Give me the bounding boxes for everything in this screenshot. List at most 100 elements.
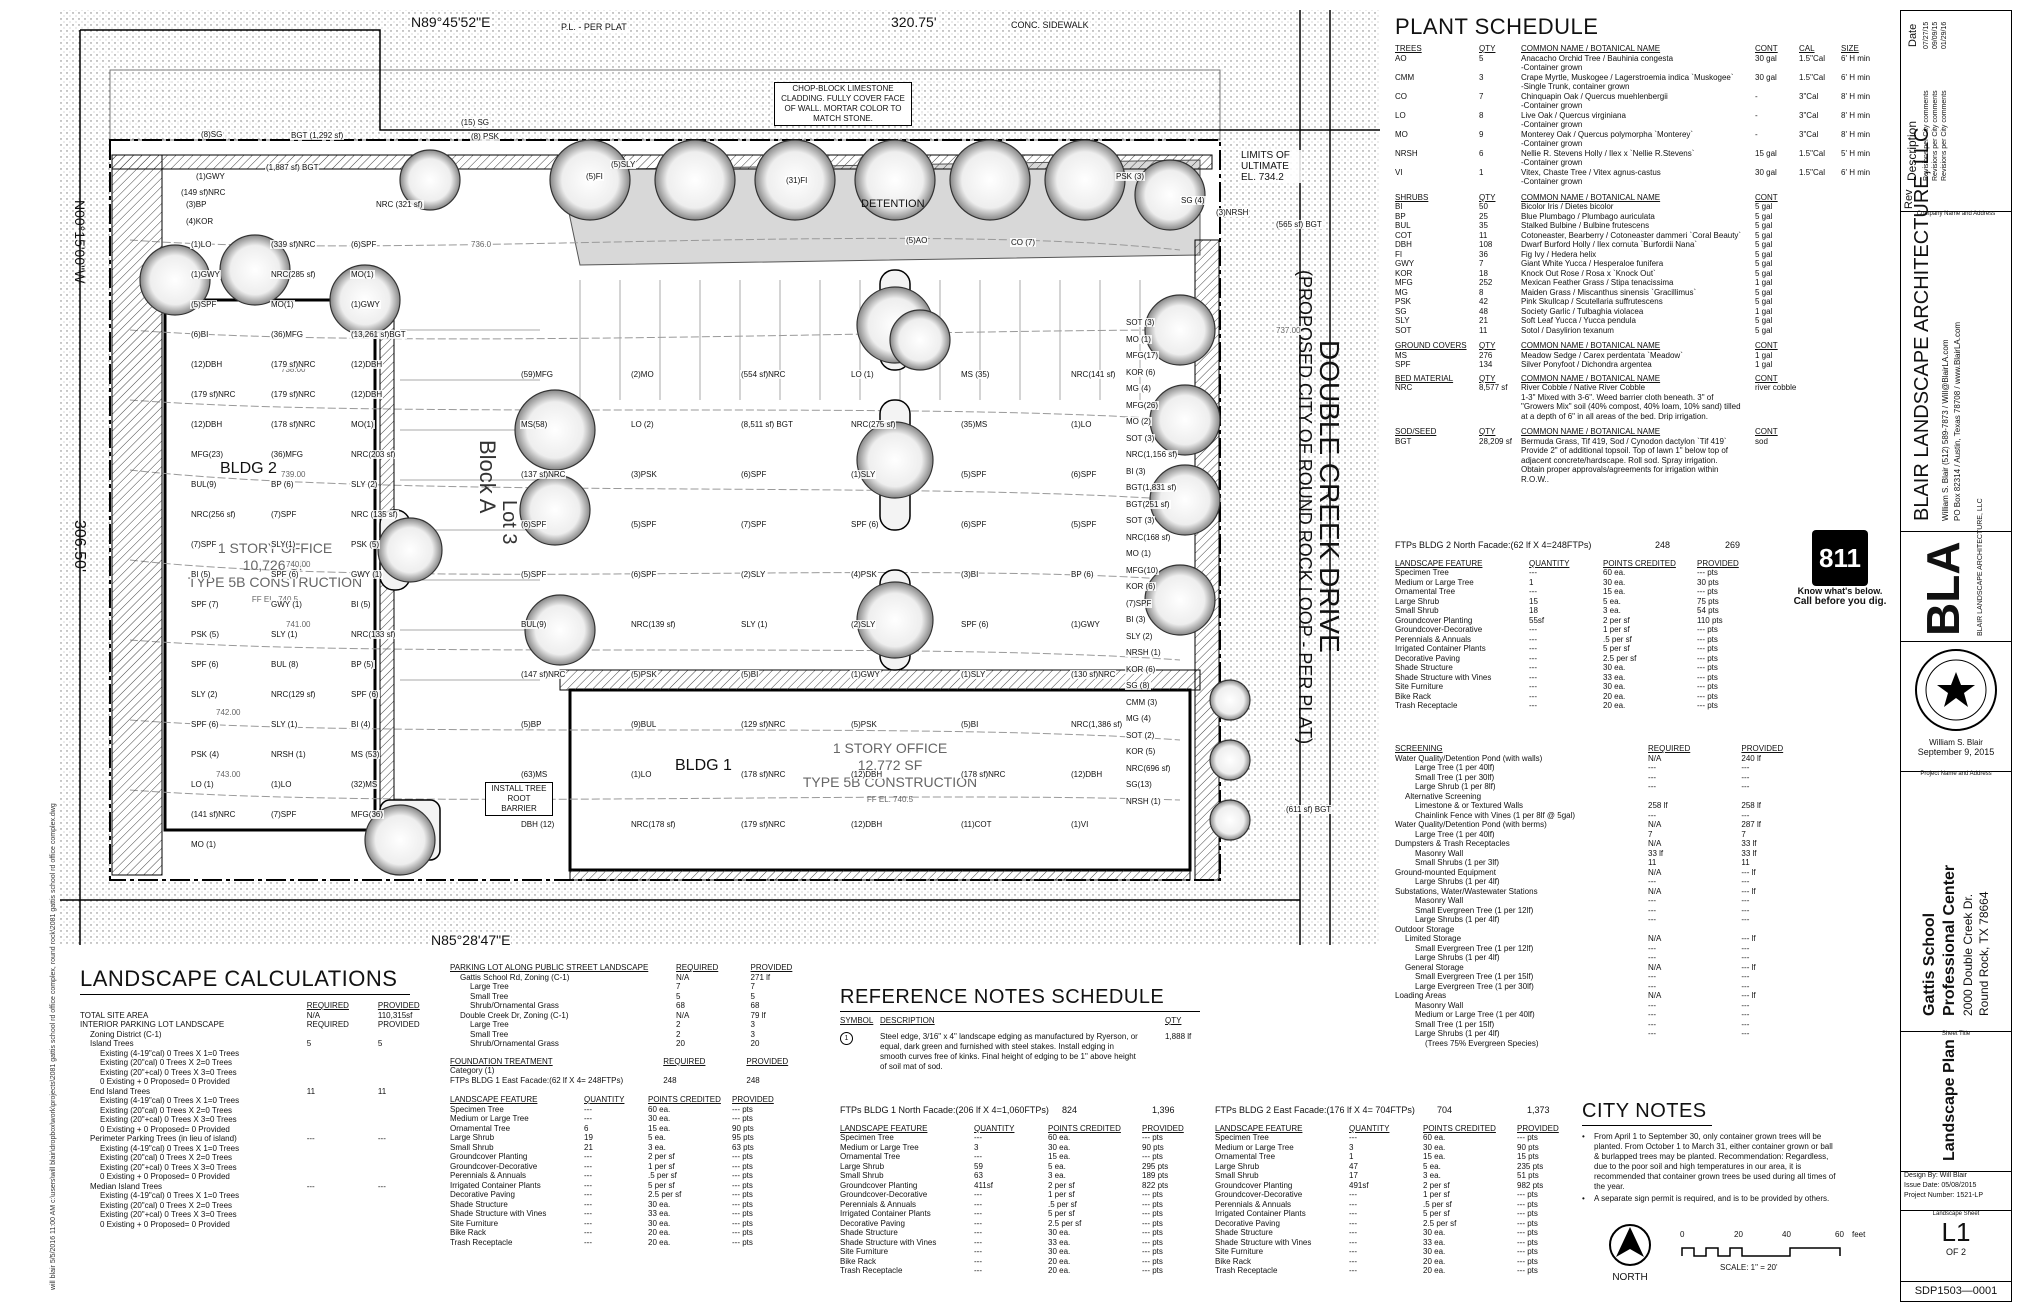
table-cell: Large Shrub <box>450 1133 495 1142</box>
table-cell: --- <box>1648 896 1657 905</box>
permit-number: SDP1503—0001 <box>1914 1285 1998 1297</box>
table-cell: 1 <box>1349 1152 1354 1161</box>
table-cell <box>1755 412 1800 422</box>
plant-label: (5)SLY <box>610 160 637 169</box>
table-cell: 21 <box>584 1142 593 1152</box>
table-header-row: PARKING LOT ALONG PUBLIC STREET LANDSCAP… <box>450 963 810 973</box>
bla-logo-sub: BLAIR LANDSCAPE ARCHITECTURE, LLC <box>1977 498 1984 636</box>
table-cell: Trash Receptacle <box>1395 701 1458 710</box>
plant-label: NRC(696 sf) <box>1125 763 1172 773</box>
table-cell: Trash Receptacle <box>450 1237 513 1247</box>
table-cell: Medium or Large Tree (1 per 40lf) <box>1415 1010 1535 1019</box>
table-cell: --- pts <box>732 1180 753 1190</box>
table-cell: --- pts <box>732 1218 753 1228</box>
table-cell <box>378 1163 440 1173</box>
table-cell <box>1755 402 1800 412</box>
table-cell: Shade Structure <box>450 1199 508 1209</box>
table-cell: 30 ea. <box>1423 1142 1446 1152</box>
table-cell: Small Tree (1 per 30lf) <box>1415 772 1495 782</box>
plant-label: (1,887 sf) BGT <box>265 163 320 172</box>
table-cell: 5 <box>676 991 681 1001</box>
table-cell: KOR <box>1395 268 1413 278</box>
plant-label: (6)SPF <box>960 520 988 529</box>
table-row: Bike Rack---20 ea.--- pts <box>840 1257 1206 1267</box>
table-cell: 5 gal <box>1755 259 1773 268</box>
plant-label: (1)LO <box>630 770 653 779</box>
table-cell: River Cobble / Native River Cobble <box>1521 383 1646 392</box>
table-cell: SLY <box>1395 316 1410 325</box>
plant-label: MG (4) <box>1125 384 1152 393</box>
north-arrow-icon <box>1609 1224 1651 1266</box>
table-row: Trash Receptacle---20 ea.--- pts <box>840 1266 1206 1276</box>
table-row: Decorative Paving---2.5 per sf--- pts <box>450 1190 796 1200</box>
table-cell: 491sf <box>1349 1180 1369 1190</box>
table-cell <box>1648 925 1741 935</box>
table-row: Groundcover-Decorative---1 per sf--- pts <box>840 1190 1206 1200</box>
date-header: Date <box>1907 23 1919 47</box>
badge-811-line1: Know what's below. <box>1797 586 1883 596</box>
table-cell: (Trees 75% Evergreen Species) <box>1425 1038 1539 1048</box>
ref-header-description: DESCRIPTION <box>880 1016 935 1025</box>
table-header-cell: COMMON NAME / BOTANICAL NAME <box>1521 427 1661 436</box>
table-cell: 54 pts <box>1697 606 1719 615</box>
revision-date: 09/09/15 <box>1932 21 1939 49</box>
table-cell: 11 <box>1479 325 1488 335</box>
table-cell: Existing (20"cal) 0 Trees X 2=0 Trees <box>100 1153 233 1162</box>
callout-root-barrier: INSTALL TREE ROOT BARRIER <box>485 782 553 816</box>
table-cell: Perennials & Annuals <box>840 1199 917 1209</box>
table-cell: BGT <box>1395 436 1412 446</box>
table-cell: 1 per sf <box>1603 625 1630 634</box>
plant-label: (2)MO <box>630 370 655 379</box>
plant-label: (5)BI <box>960 720 980 729</box>
plant-label: (5)BP <box>520 720 543 729</box>
table-cell: --- <box>584 1190 592 1199</box>
plant-label: NRC(1,386 sf) <box>1070 720 1124 729</box>
table-cell: 982 pts <box>1517 1180 1544 1190</box>
reference-notes-title: REFERENCE NOTES SCHEDULE <box>840 986 1165 1008</box>
table-cell: Specimen Tree <box>1395 568 1449 577</box>
plant-label: (5)FI <box>585 172 604 181</box>
table-cell: FI <box>1395 249 1403 259</box>
table-cell <box>378 1106 440 1116</box>
table-cell: --- pts <box>1517 1228 1538 1237</box>
table-cell: --- <box>974 1190 982 1199</box>
table-cell: Knock Out Rose / Rosa x `Knock Out` <box>1521 268 1656 278</box>
table-cell: 1 per sf <box>648 1161 675 1171</box>
table-cell <box>1755 120 1799 130</box>
table-cell: --- <box>974 1218 982 1228</box>
plant-label: NRC(139 sf) <box>630 620 677 629</box>
table-cell: --- <box>1349 1218 1357 1228</box>
table-cell: --- lf <box>1741 934 1756 943</box>
plant-label: (6)BI <box>190 330 210 339</box>
table-header-cell: SOD/SEED <box>1395 427 1437 436</box>
table-cell: Fig Ivy / Hedera helix <box>1521 249 1597 259</box>
plant-label: (12)DBH <box>850 820 884 829</box>
table-cell <box>1395 82 1479 92</box>
table-cell: Medium or Large Tree <box>840 1142 919 1152</box>
table-cell: 30 ea. <box>1048 1228 1071 1237</box>
table-cell: --- <box>584 1171 592 1180</box>
plant-label: (137 sf)NRC <box>520 470 567 479</box>
plant-label: BP (6) <box>270 480 295 489</box>
table-cell: Stalked Bulbine / Bulbine frutescens <box>1521 221 1650 230</box>
table-cell <box>378 1220 440 1230</box>
table-cell: --- pts <box>1142 1247 1163 1256</box>
table-cell: --- <box>1648 810 1657 820</box>
table-cell: Ground-mounted Equipment <box>1395 867 1496 877</box>
table-row: -Container grown <box>1395 177 1895 187</box>
table-cell: 55sf <box>1529 615 1545 625</box>
table-cell: 235 pts <box>1517 1161 1544 1171</box>
plant-label: CMM (3) <box>1125 697 1159 707</box>
table-cell: Ornamental Tree <box>1395 587 1456 596</box>
table-row: Medium or Large Tree (1 per 40lf)------ <box>1395 1010 1815 1020</box>
